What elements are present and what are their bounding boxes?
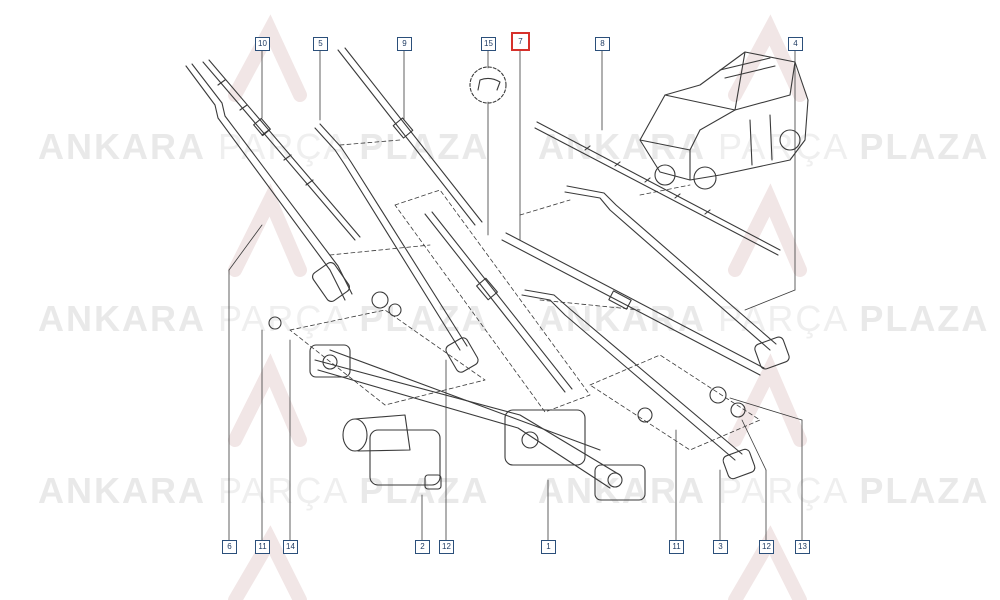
callout-3: 3	[713, 540, 728, 554]
callout-15: 15	[481, 37, 496, 51]
callout-9: 9	[397, 37, 412, 51]
watermark-logo-icon	[228, 14, 307, 102]
callout-2: 2	[415, 540, 430, 554]
watermark-logo-icon	[228, 525, 307, 600]
leader-lines	[228, 49, 803, 541]
callout-12: 12	[439, 540, 454, 554]
part-4-wiper-arm	[564, 185, 790, 370]
part-9-wiper-blade	[337, 47, 483, 226]
watermark-text: ANKARA PARÇA PLAZA	[538, 298, 990, 339]
part-8-wiper-blade	[534, 121, 781, 256]
part-1-linkage	[309, 344, 646, 501]
part-10-wiper-blade	[202, 59, 361, 241]
watermark-text: ANKARA PARÇA PLAZA	[38, 298, 490, 339]
part-2-motor	[342, 414, 442, 490]
callout-11: 11	[255, 540, 270, 554]
watermark-text: ANKARA PARÇA PLAZA	[38, 470, 490, 511]
callout-10: 10	[255, 37, 270, 51]
callout-4: 4	[788, 37, 803, 51]
callout-5: 5	[313, 37, 328, 51]
part-5-wiper-arm	[314, 123, 479, 373]
part-15-clip	[469, 66, 507, 104]
callout-11: 11	[669, 540, 684, 554]
part-6-wiper-arm	[185, 63, 353, 302]
hardware-parts	[268, 291, 746, 423]
callout-8: 8	[595, 37, 610, 51]
part-7-wiper-blade	[424, 211, 573, 393]
part-3-wiper-arm	[521, 289, 756, 480]
callout-14: 14	[283, 540, 298, 554]
callout-1: 1	[541, 540, 556, 554]
callout-7-highlighted[interactable]: 7	[511, 32, 530, 51]
callout-6: 6	[222, 540, 237, 554]
watermark-text: ANKARA PARÇA PLAZA	[38, 126, 490, 167]
vehicle-illustration	[639, 51, 809, 190]
callout-13: 13	[795, 540, 810, 554]
part-long-blade	[501, 232, 765, 376]
watermark-logo-icon	[228, 183, 307, 277]
watermark-logo-icon	[728, 183, 807, 277]
callout-12: 12	[759, 540, 774, 554]
